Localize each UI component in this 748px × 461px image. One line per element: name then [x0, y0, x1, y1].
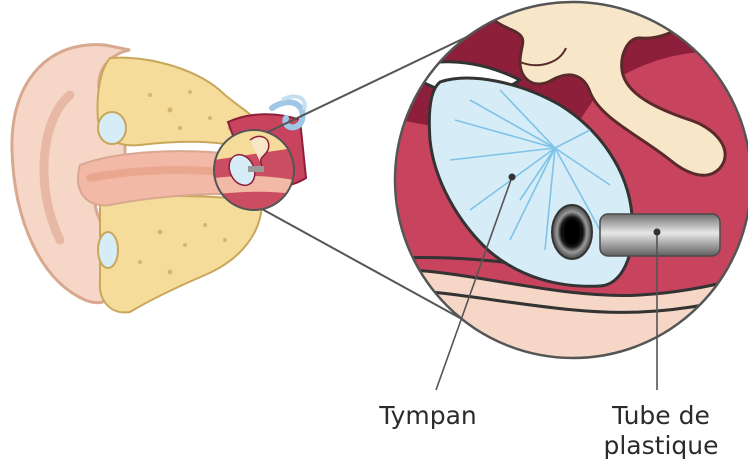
tube-label: Tube de plastique: [590, 401, 732, 461]
tube-label-line2: plastique: [590, 431, 732, 461]
eardrum-leader-dot: [509, 174, 516, 181]
zoom-circle: [390, 0, 748, 360]
magnify-source-circle: [214, 130, 294, 210]
eardrum-label: Tympan: [372, 401, 484, 431]
tube-leader-dot: [654, 229, 661, 236]
eardrum-label-text: Tympan: [379, 401, 477, 430]
tube-label-line1: Tube de: [590, 401, 732, 431]
temporal-bone-lower: [100, 196, 262, 312]
